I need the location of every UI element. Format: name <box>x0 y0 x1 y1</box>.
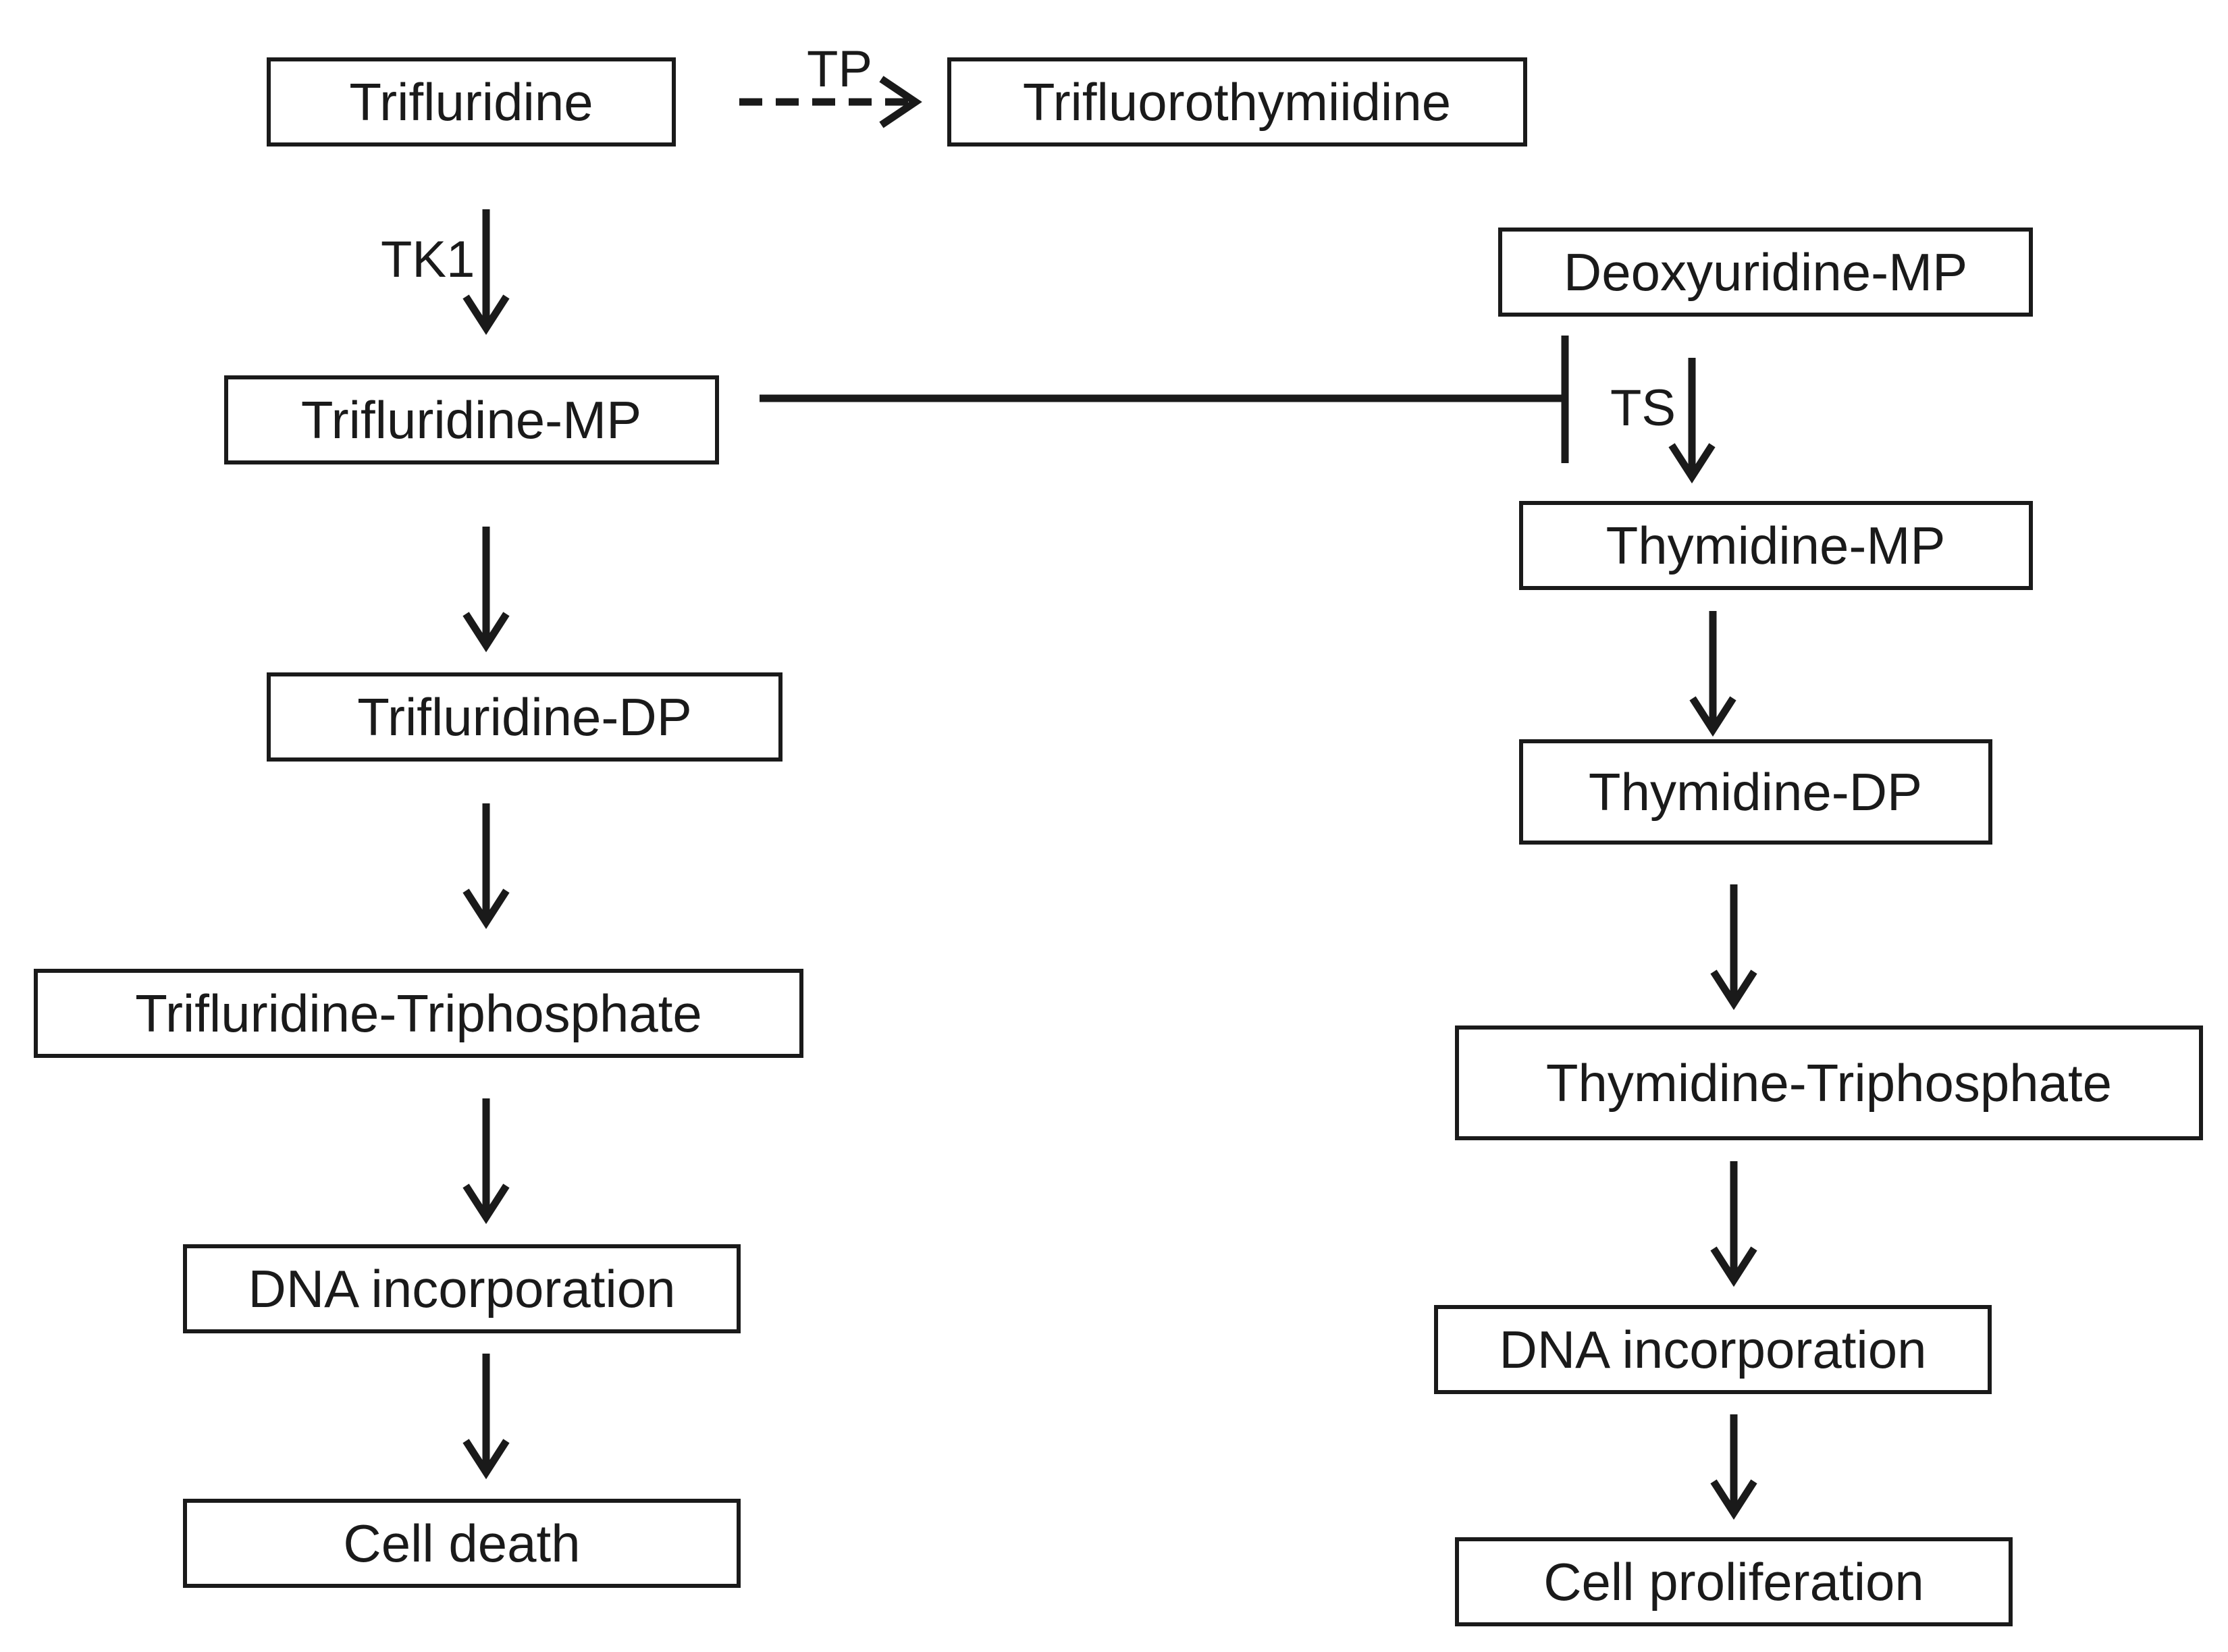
node-thymidine-dp: Thymidine-DP <box>1519 739 1992 845</box>
node-deoxyuridine-mp: Deoxyuridine-MP <box>1498 228 2033 317</box>
edge-dna-to-death-arrow <box>462 1354 510 1480</box>
node-dna-incorporation-right-label: DNA incorporation <box>1500 1320 1927 1379</box>
node-trifluridine-mp-label: Trifluridine-MP <box>301 390 641 450</box>
node-trifluridine-triphosphate-label: Trifluridine-Triphosphate <box>135 984 702 1043</box>
edge-label-tk1: TK1 <box>381 231 475 288</box>
node-trifluridine-dp-label: Trifluridine-DP <box>357 687 692 747</box>
node-cell-proliferation: Cell proliferation <box>1455 1537 2013 1626</box>
edge-dna-to-proliferation-arrow <box>1710 1414 1757 1520</box>
node-deoxyuridine-mp-label: Deoxyuridine-MP <box>1564 242 1967 302</box>
node-thymidine-mp-label: Thymidine-MP <box>1606 516 1946 575</box>
node-cell-death: Cell death <box>183 1499 741 1588</box>
node-trifluridine-triphosphate: Trifluridine-Triphosphate <box>34 969 803 1058</box>
edge-ts-arrow <box>1668 358 1716 484</box>
node-cell-proliferation-label: Cell proliferation <box>1543 1552 1924 1611</box>
node-trifluorothymiidine-label: Trifluorothymiidine <box>1023 72 1451 132</box>
edge-label-tp: TP <box>807 41 872 98</box>
edge-tp-to-dna-right-arrow <box>1710 1161 1757 1287</box>
edge-mp-to-dp-left-arrow <box>462 527 510 653</box>
edge-inhibition-ts <box>760 336 1569 463</box>
node-thymidine-triphosphate: Thymidine-Triphosphate <box>1455 1025 2203 1140</box>
node-trifluridine: Trifluridine <box>267 57 676 146</box>
edge-dp-to-tp-right-arrow <box>1710 884 1757 1011</box>
node-thymidine-dp-label: Thymidine-DP <box>1589 762 1922 822</box>
node-cell-death-label: Cell death <box>343 1514 580 1573</box>
node-dna-incorporation-left-label: DNA incorporation <box>248 1259 676 1318</box>
edge-tp-to-dna-left-arrow <box>462 1098 510 1225</box>
edge-label-ts: TS <box>1610 379 1676 437</box>
edge-tk1-arrow <box>462 209 510 336</box>
node-trifluridine-dp: Trifluridine-DP <box>267 672 783 762</box>
node-dna-incorporation-right: DNA incorporation <box>1434 1305 1992 1394</box>
node-thymidine-mp: Thymidine-MP <box>1519 501 2033 590</box>
node-dna-incorporation-left: DNA incorporation <box>183 1244 741 1333</box>
edge-mp-to-dp-right-arrow <box>1689 611 1736 737</box>
node-thymidine-triphosphate-label: Thymidine-Triphosphate <box>1546 1053 2112 1113</box>
node-trifluorothymiidine: Trifluorothymiidine <box>947 57 1527 146</box>
edge-tp-dashed-arrow <box>739 76 922 128</box>
node-trifluridine-mp: Trifluridine-MP <box>224 375 719 464</box>
node-trifluridine-label: Trifluridine <box>349 72 593 132</box>
edge-dp-to-tp-left-arrow <box>462 803 510 930</box>
